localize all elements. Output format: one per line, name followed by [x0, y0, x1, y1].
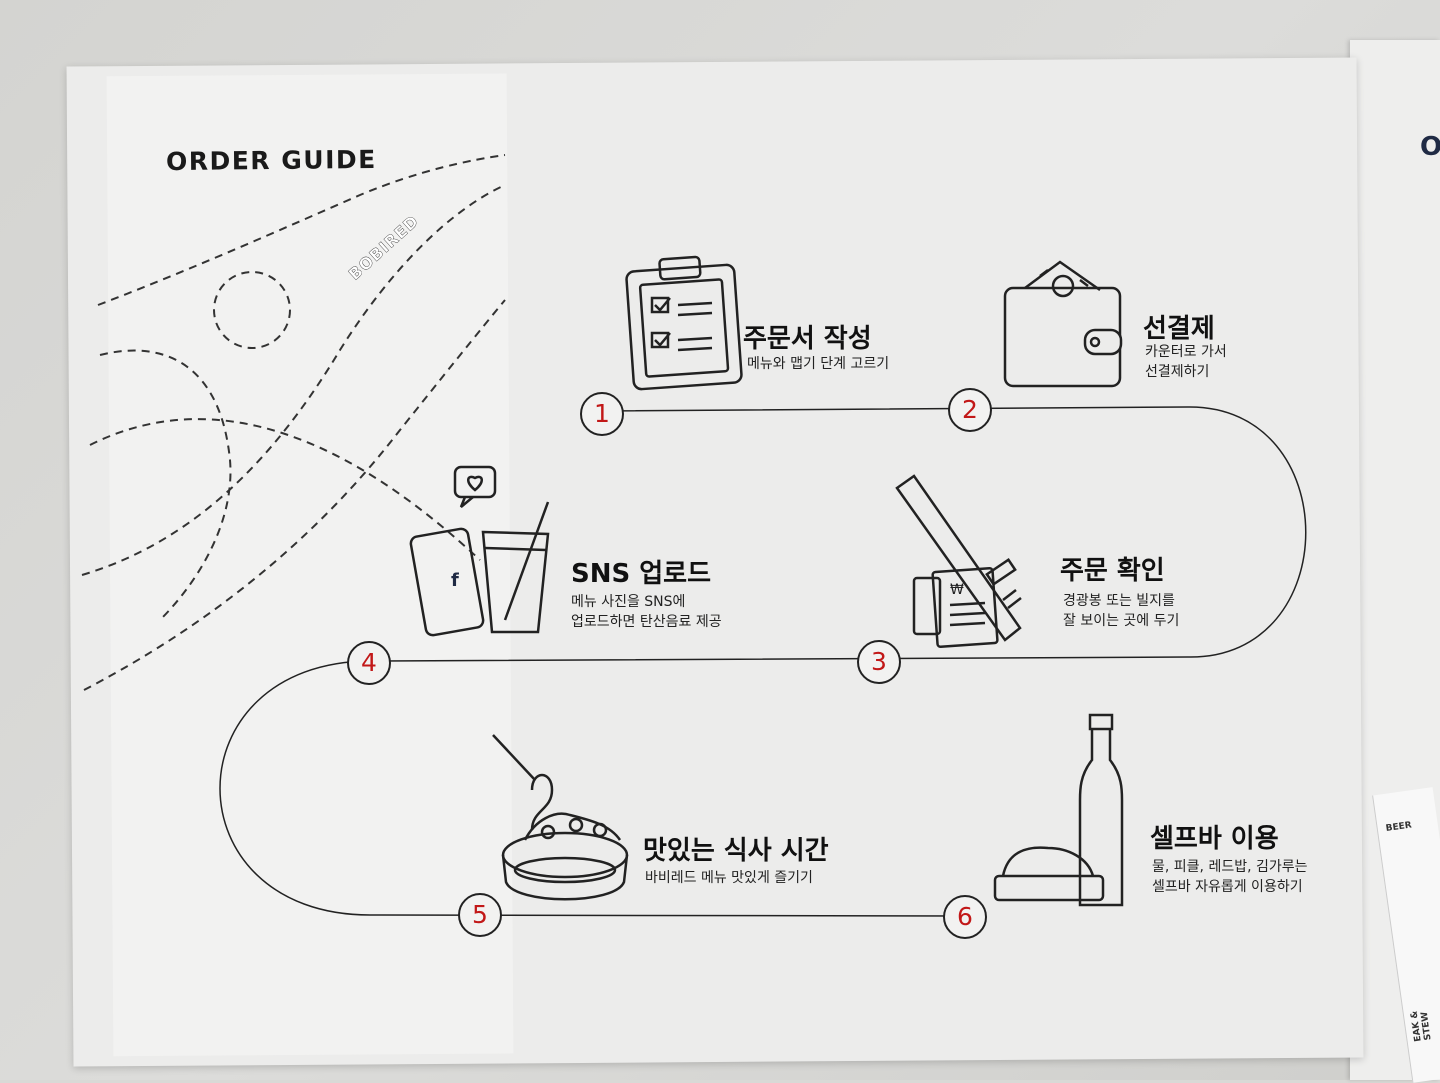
- step-6-desc-line-1: 물, 피클, 레드밥, 김가루는: [1152, 859, 1308, 875]
- step-3-title: 주문 확인: [1060, 556, 1165, 586]
- step-3-desc-line-2: 잘 보이는 곳에 두기: [1063, 613, 1180, 629]
- step-6-number: 6: [943, 895, 987, 939]
- receipt-symbol: ₩: [950, 582, 964, 598]
- pasta-bowl-icon: [492, 734, 629, 901]
- page-title: ORDER GUIDE: [165, 144, 377, 177]
- step-3-number: 3: [857, 640, 901, 684]
- step-6-title: 셀프바 이용: [1150, 824, 1279, 854]
- step-1-number: 1: [580, 392, 624, 436]
- dashed-map-lines: [81, 154, 506, 691]
- step-4-title: SNS 업로드: [571, 559, 712, 589]
- step-2-number: 2: [948, 388, 992, 432]
- step-4-desc-line-1: 메뉴 사진을 SNS에: [571, 594, 686, 610]
- next-page-heading: O: [1420, 132, 1440, 162]
- facebook-logo: f: [451, 570, 459, 591]
- step-4-number: 4: [347, 641, 391, 685]
- step-3-desc-line-1: 경광봉 또는 빌지를: [1063, 593, 1175, 609]
- step-5-desc: 바비레드 메뉴 맛있게 즐기기: [645, 870, 813, 886]
- step-5-number: 5: [458, 893, 502, 937]
- step-1-title: 주문서 작성: [743, 324, 872, 354]
- phone-drink-icon: [409, 465, 550, 637]
- step-5-title: 맛있는 식사 시간: [643, 836, 829, 866]
- wallet-icon: [1003, 260, 1123, 388]
- step-6-desc-line-2: 셀프바 자유롭게 이용하기: [1152, 879, 1303, 895]
- step-2-desc-line-2: 선결제하기: [1145, 364, 1210, 380]
- bottle-rice-icon: [993, 713, 1124, 907]
- step-4-desc-line-2: 업로드하면 탄산음료 제공: [571, 614, 722, 630]
- light-stick-icon: ₩: [895, 474, 1022, 649]
- clipboard-icon: [625, 255, 743, 391]
- step-1-desc: 메뉴와 맵기 단계 고르기: [747, 356, 890, 372]
- step-2-title: 선결제: [1143, 314, 1215, 344]
- step-2-desc-line-1: 카운터로 가서: [1145, 344, 1227, 360]
